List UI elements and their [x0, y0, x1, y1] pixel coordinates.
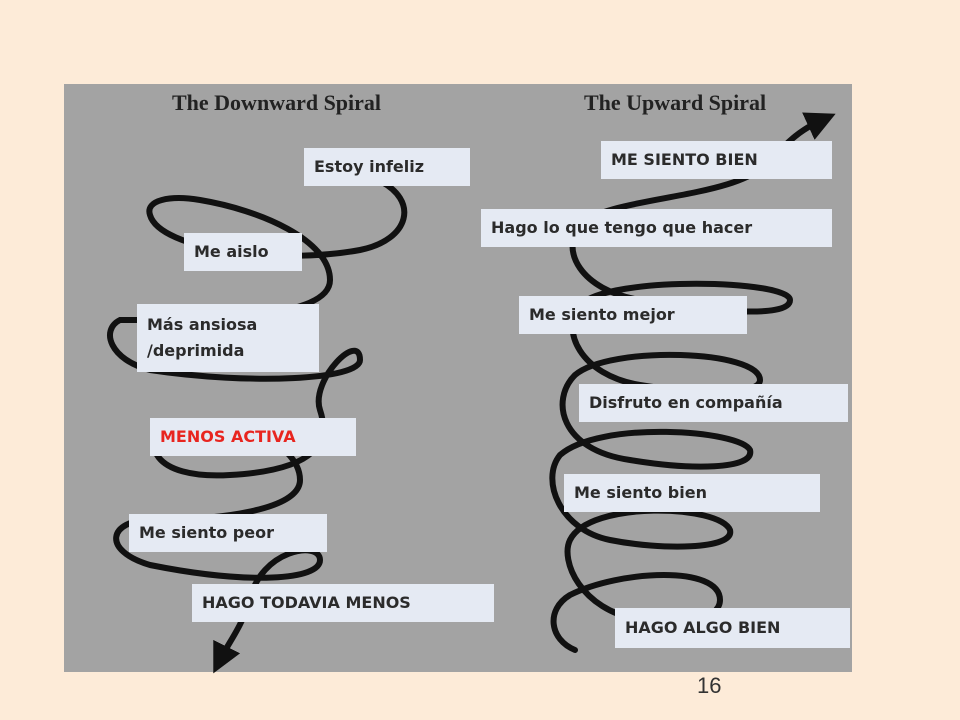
- upward-label-5: Me siento bien: [564, 474, 820, 512]
- upward-label-6: HAGO ALGO BIEN: [615, 608, 850, 648]
- page-number: 16: [697, 673, 722, 698]
- upward-label-2: Hago lo que tengo que hacer: [481, 209, 832, 247]
- downward-label-3: Más ansiosa /deprimida: [137, 304, 319, 372]
- downward-label-1: Estoy infeliz: [304, 148, 470, 186]
- downward-label-6: HAGO TODAVIA MENOS: [192, 584, 494, 622]
- downward-spiral-line: [107, 177, 408, 674]
- downward-label-4: MENOS ACTIVA: [150, 418, 356, 456]
- downward-spiral-title: The Downward Spiral: [172, 90, 382, 115]
- upward-label-4: Disfruto en compañía: [579, 384, 848, 422]
- downward-label-5: Me siento peor: [129, 514, 327, 552]
- upward-spiral-title: The Upward Spiral: [584, 90, 767, 115]
- downward-label-2: Me aislo: [184, 233, 302, 271]
- upward-label-1: ME SIENTO BIEN: [601, 141, 832, 179]
- upward-label-3: Me siento mejor: [519, 296, 747, 334]
